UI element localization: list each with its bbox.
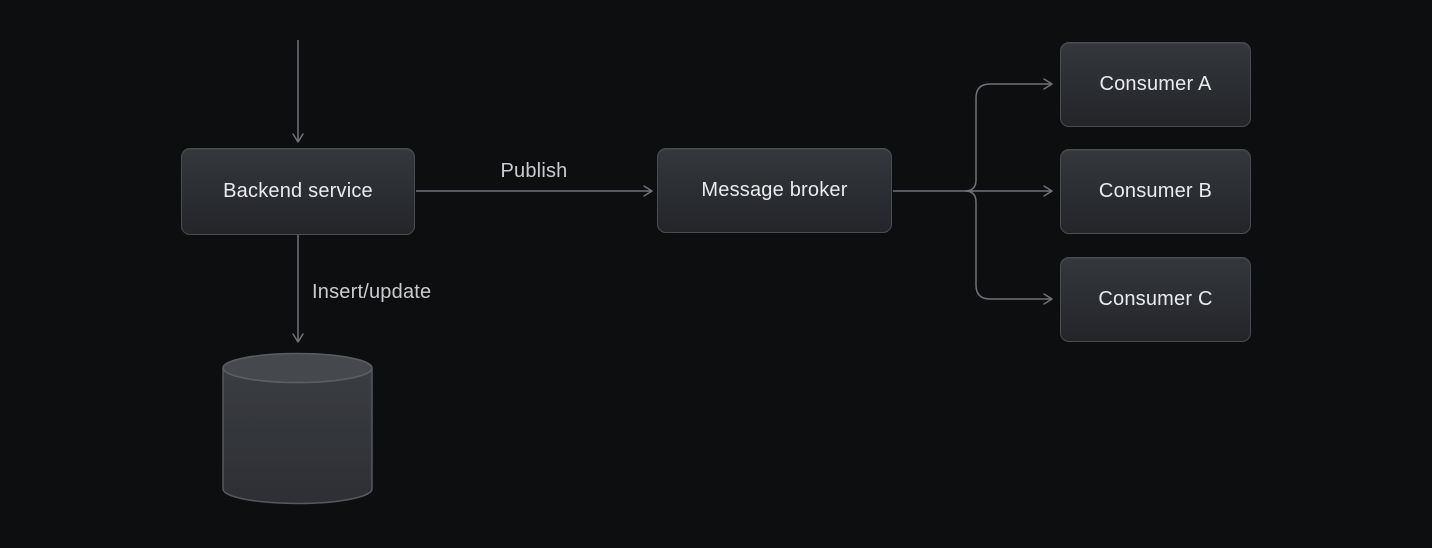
node-consumer-c: Consumer C: [1060, 257, 1251, 342]
edge-fanout-a: [964, 78, 1053, 192]
node-backend-service-label: Backend service: [223, 180, 373, 202]
database-icon: [222, 352, 373, 505]
node-message-broker: Message broker: [657, 148, 892, 233]
node-consumer-b: Consumer B: [1060, 149, 1251, 234]
node-consumer-b-label: Consumer B: [1098, 180, 1213, 202]
edge-label-publish: Publish: [500, 160, 568, 182]
node-consumer-a: Consumer A: [1060, 42, 1251, 127]
edge-fanout-c: [964, 190, 1053, 305]
edge-label-insert-update: Insert/update: [312, 281, 432, 303]
node-message-broker-label: Message broker: [701, 179, 848, 201]
node-backend-service: Backend service: [181, 148, 415, 235]
node-consumer-a-label: Consumer A: [1099, 73, 1212, 95]
node-consumer-c-label: Consumer C: [1098, 288, 1213, 310]
